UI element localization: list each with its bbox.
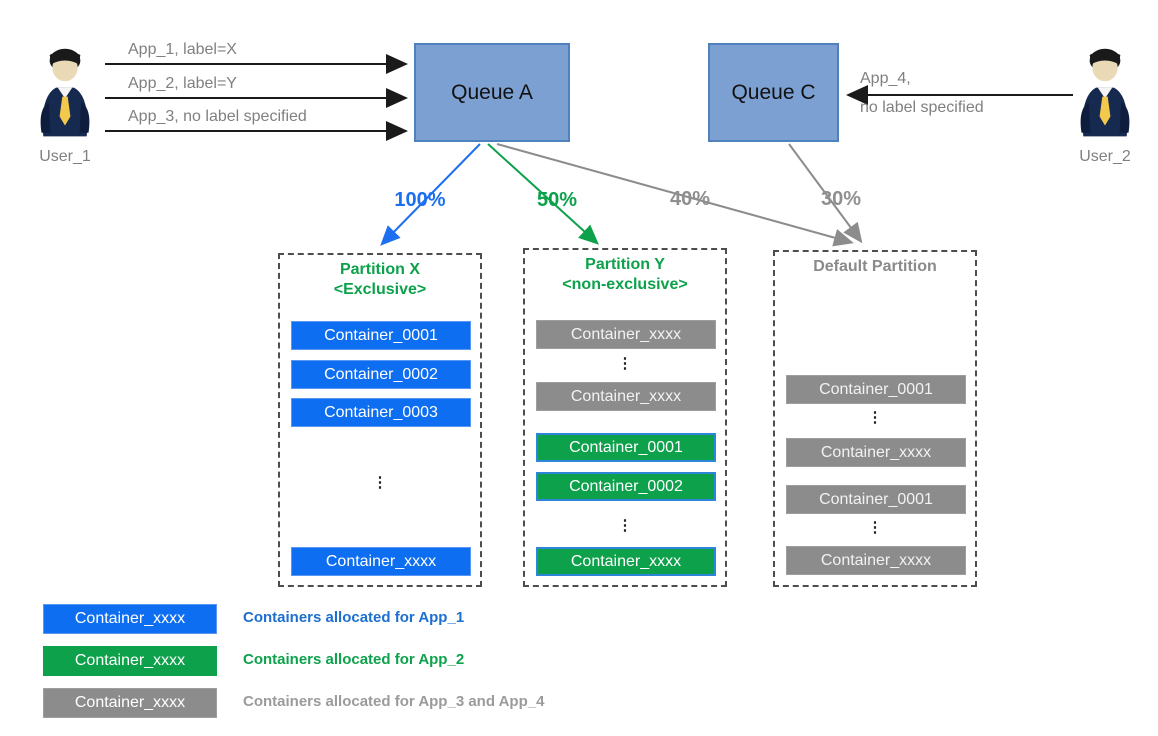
user1-avatar-icon: [40, 48, 90, 137]
partition-y-title-line: Partition Y: [585, 256, 665, 273]
legend-green-label: Containers allocated for App_2: [243, 651, 465, 668]
percent-to-partition-y: 50%: [536, 189, 578, 211]
user1-label: User_1: [39, 148, 91, 165]
app4-submission-label-line2: no label specified: [860, 99, 984, 116]
legend-blue-swatch: Container_xxxx: [43, 604, 217, 634]
app3-submission-label: App_3, no label specified: [128, 108, 307, 125]
queue-a-box: Queue A: [414, 43, 570, 142]
default-partition-title-line: Default Partition: [813, 258, 937, 275]
user2-avatar-icon: [1080, 48, 1130, 137]
ellipsis-mark: ⋮: [867, 519, 883, 536]
app4-submission-label-line1: App_4,: [860, 70, 911, 87]
container-row: Container_0002: [291, 360, 471, 389]
legend-gray-label: Containers allocated for App_3 and App_4: [243, 693, 545, 710]
percent-to-default-from-c: 30%: [820, 188, 862, 210]
container-row: Container_xxxx: [786, 438, 966, 467]
container-row: Container_xxxx: [786, 546, 966, 575]
container-row: Container_0001: [786, 375, 966, 404]
partition-y-subtitle: <non-exclusive>: [562, 276, 688, 293]
partition-y-title: Partition Y <non-exclusive>: [525, 255, 725, 295]
legend-green-swatch: Container_xxxx: [43, 646, 217, 676]
partition-x-subtitle: <Exclusive>: [333, 281, 427, 298]
partition-x-box: Partition X <Exclusive> Container_0001 C…: [278, 253, 482, 587]
partition-x-title: Partition X <Exclusive>: [280, 260, 480, 300]
container-row: Container_0003: [291, 398, 471, 427]
ellipsis-mark: ⋮: [617, 355, 633, 372]
ellipsis-mark: ⋮: [372, 474, 388, 491]
ellipsis-mark: ⋮: [867, 409, 883, 426]
default-partition-title: Default Partition: [775, 257, 975, 277]
percent-to-partition-x: 100%: [394, 189, 446, 211]
app2-submission-label: App_2, label=Y: [128, 75, 237, 92]
container-row: Container_xxxx: [536, 320, 716, 349]
container-row: Container_0001: [291, 321, 471, 350]
container-row: Container_xxxx: [536, 547, 716, 576]
partition-x-title-line: Partition X: [339, 261, 420, 278]
default-partition-box: Default Partition Container_0001 ⋮ Conta…: [773, 250, 977, 587]
user2-label: User_2: [1079, 148, 1131, 165]
container-row: Container_xxxx: [536, 382, 716, 411]
ellipsis-mark: ⋮: [617, 517, 633, 534]
partition-y-box: Partition Y <non-exclusive> Container_xx…: [523, 248, 727, 587]
queue-c-box: Queue C: [708, 43, 839, 142]
legend-gray-swatch: Container_xxxx: [43, 688, 217, 718]
app1-submission-label: App_1, label=X: [128, 41, 237, 58]
container-row: Container_0001: [786, 485, 966, 514]
container-row: Container_xxxx: [291, 547, 471, 576]
legend-blue-label: Containers allocated for App_1: [243, 609, 465, 626]
container-row: Container_0001: [536, 433, 716, 462]
container-row: Container_0002: [536, 472, 716, 501]
percent-to-default-from-a: 40%: [669, 188, 711, 210]
